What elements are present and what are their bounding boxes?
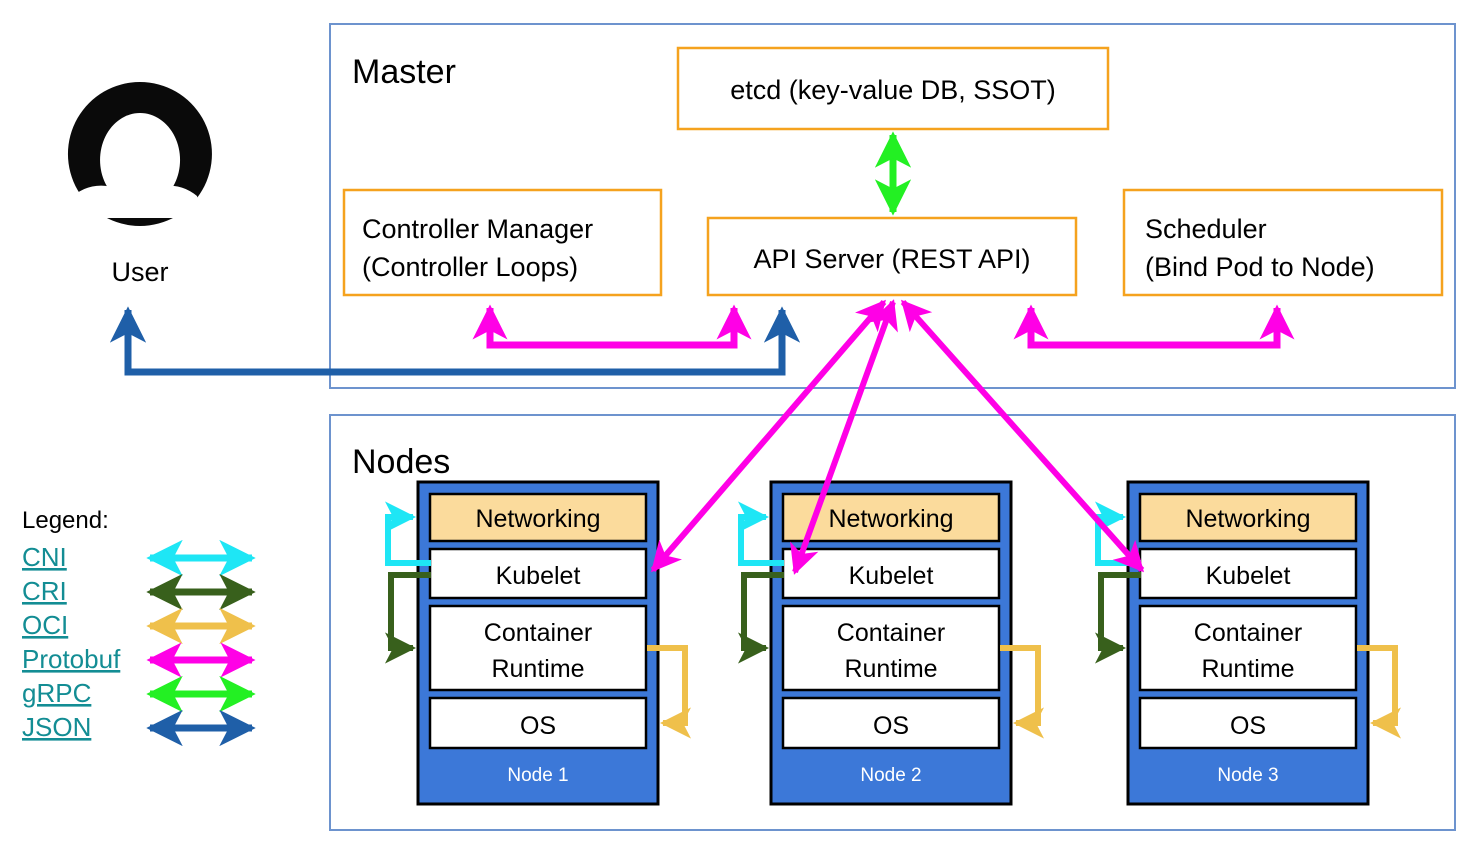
node-3-runtime-label-2: Runtime [1201, 655, 1294, 683]
legend-title: Legend: [22, 507, 109, 534]
connector-json-user-apiserver [109, 306, 801, 376]
node-1-os-label: OS [520, 712, 556, 740]
node-2-runtime-box[interactable] [781, 604, 1001, 692]
node-3-networking-label: Networking [1185, 505, 1310, 533]
node-3-label: Node 3 [1217, 765, 1278, 786]
node-3[interactable]: Networking Kubelet Container Runtime OS … [1126, 480, 1370, 806]
connector-cri-node-3 [1094, 572, 1141, 664]
node-3-kubelet-box[interactable] [1138, 547, 1358, 600]
node-3-kubelet-label: Kubelet [1206, 562, 1291, 590]
legend-label-oci[interactable]: OCI [22, 610, 68, 640]
connector-protobuf-apiserver-node-2 [790, 299, 898, 575]
node-1-kubelet-box[interactable] [428, 547, 648, 600]
node-1-label: Node 1 [507, 765, 568, 786]
node-1-runtime-label-2: Runtime [491, 655, 584, 683]
controller-manager-box[interactable] [342, 188, 663, 297]
connector-protobuf-apiserver-node-3 [900, 299, 1145, 573]
node-2-os-box[interactable] [781, 696, 1001, 750]
legend-label-cri[interactable]: CRI [22, 576, 67, 606]
node-1-networking-box[interactable] [428, 492, 648, 543]
node-3-runtime-box[interactable] [1138, 604, 1358, 692]
etcd-box[interactable] [676, 46, 1110, 131]
user-avatar-icon [67, 82, 212, 226]
scheduler-box[interactable] [1122, 188, 1444, 297]
scheduler-line1: Scheduler [1145, 214, 1267, 244]
node-1-runtime-label-1: Container [484, 619, 592, 647]
node-2-label: Node 2 [860, 765, 921, 786]
controller-manager-line1: Controller Manager [362, 214, 593, 244]
nodes-group-label: Nodes [352, 443, 450, 481]
node-3-os-box[interactable] [1138, 696, 1358, 750]
legend-label-protobuf[interactable]: Protobuf [22, 644, 121, 674]
node-3-networking-box[interactable] [1138, 492, 1358, 543]
node-1-os-box[interactable] [428, 696, 648, 750]
node-2-kubelet-label: Kubelet [849, 562, 934, 590]
scheduler-line2: (Bind Pod to Node) [1145, 252, 1375, 282]
controller-manager-line2: (Controller Loops) [362, 252, 578, 282]
node-2-runtime-label-1: Container [837, 619, 945, 647]
node-3-runtime-label-1: Container [1194, 619, 1302, 647]
node-2-runtime-label-2: Runtime [844, 655, 937, 683]
node-3-os-label: OS [1230, 712, 1266, 740]
master-group-label: Master [352, 53, 456, 91]
node-1-runtime-box[interactable] [428, 604, 648, 692]
legend-label-grpc[interactable]: gRPC [22, 678, 91, 708]
connector-oci-node-3 [1357, 645, 1402, 739]
connector-cri-node-2 [737, 572, 784, 664]
connector-cri-node-1 [384, 572, 431, 664]
node-2-networking-label: Networking [828, 505, 953, 533]
node-1-networking-label: Networking [475, 505, 600, 533]
node-1-kubelet-label: Kubelet [496, 562, 581, 590]
connector-cni-node-1 [384, 501, 431, 566]
connector-oci-node-1 [647, 645, 692, 739]
api-server-label: API Server (REST API) [753, 244, 1030, 274]
api-server-box[interactable] [706, 216, 1078, 297]
connector-protobuf-apiserver-scheduler [1013, 304, 1295, 349]
node-2-os-label: OS [873, 712, 909, 740]
legend-label-json[interactable]: JSON [22, 712, 91, 742]
connector-protobuf-ctrlmgr-apiserver [472, 304, 752, 349]
connector-oci-node-2 [1000, 645, 1045, 739]
etcd-label: etcd (key-value DB, SSOT) [730, 75, 1056, 105]
node-1[interactable]: Networking Kubelet Container Runtime OS … [416, 480, 660, 806]
user-label: User [111, 257, 168, 287]
legend-label-cni[interactable]: CNI [22, 542, 67, 572]
